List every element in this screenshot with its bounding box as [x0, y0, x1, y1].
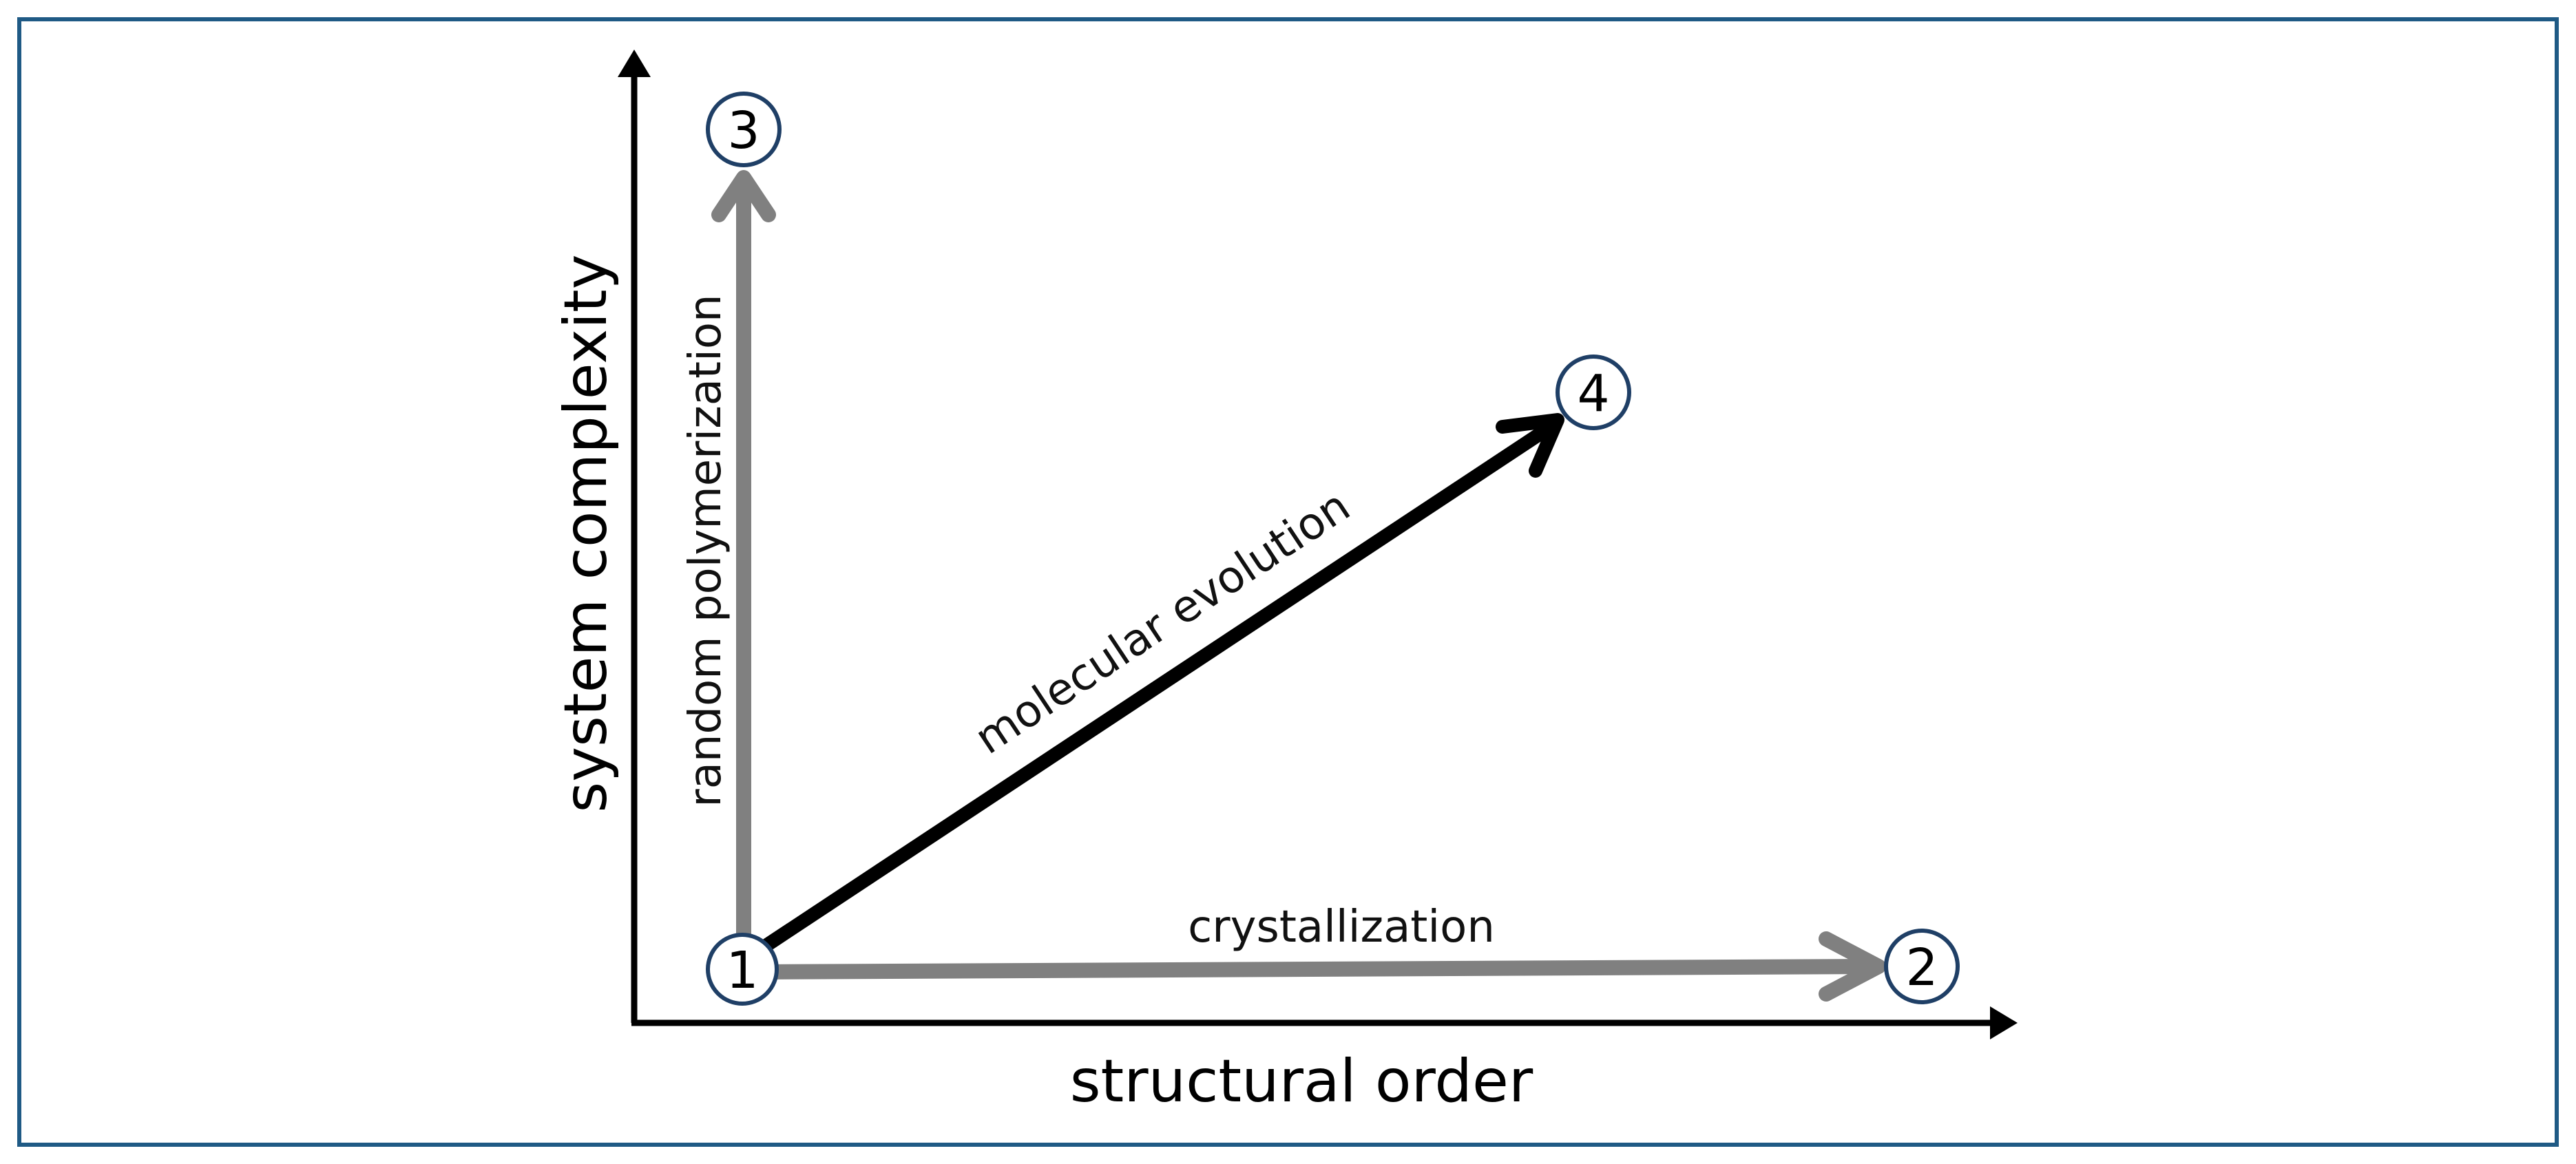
crystallization-arrow-line	[760, 959, 1877, 980]
node-4: 4	[1556, 355, 1631, 430]
random-polymerization-path: random polymerization	[680, 170, 776, 944]
node-2: 2	[1884, 929, 1960, 1004]
molecular-evolution-arrowhead	[1496, 413, 1564, 478]
x-axis	[631, 1006, 2018, 1039]
crystallization-label: crystallization	[1188, 902, 1495, 953]
node-3-circle	[706, 92, 782, 167]
crystallization-arrowhead	[1819, 931, 1886, 1002]
node-4-label: 4	[1577, 364, 1609, 423]
random-polymerization-label: random polymerization	[680, 294, 731, 807]
random-polymerization-arrowhead	[711, 170, 776, 222]
x-axis-arrowhead	[1990, 1006, 2018, 1039]
node-3: 3	[706, 92, 782, 167]
node-1-label: 1	[726, 941, 758, 1000]
molecular-evolution-arrow-line	[751, 419, 1560, 958]
diagram-frame	[17, 17, 2559, 1147]
y-axis-title: system complexity	[552, 254, 620, 812]
node-2-label: 2	[1905, 938, 1938, 997]
node-1-circle	[706, 933, 779, 1006]
crystallization-path: crystallization	[760, 902, 1886, 1002]
node-4-circle	[1556, 355, 1631, 430]
x-axis-title: structural order	[1070, 1047, 1533, 1116]
node-2-circle	[1884, 929, 1960, 1004]
node-1: 1	[706, 933, 779, 1006]
y-axis	[618, 50, 651, 1023]
node-3-label: 3	[727, 101, 760, 160]
y-axis-arrowhead	[618, 50, 651, 77]
